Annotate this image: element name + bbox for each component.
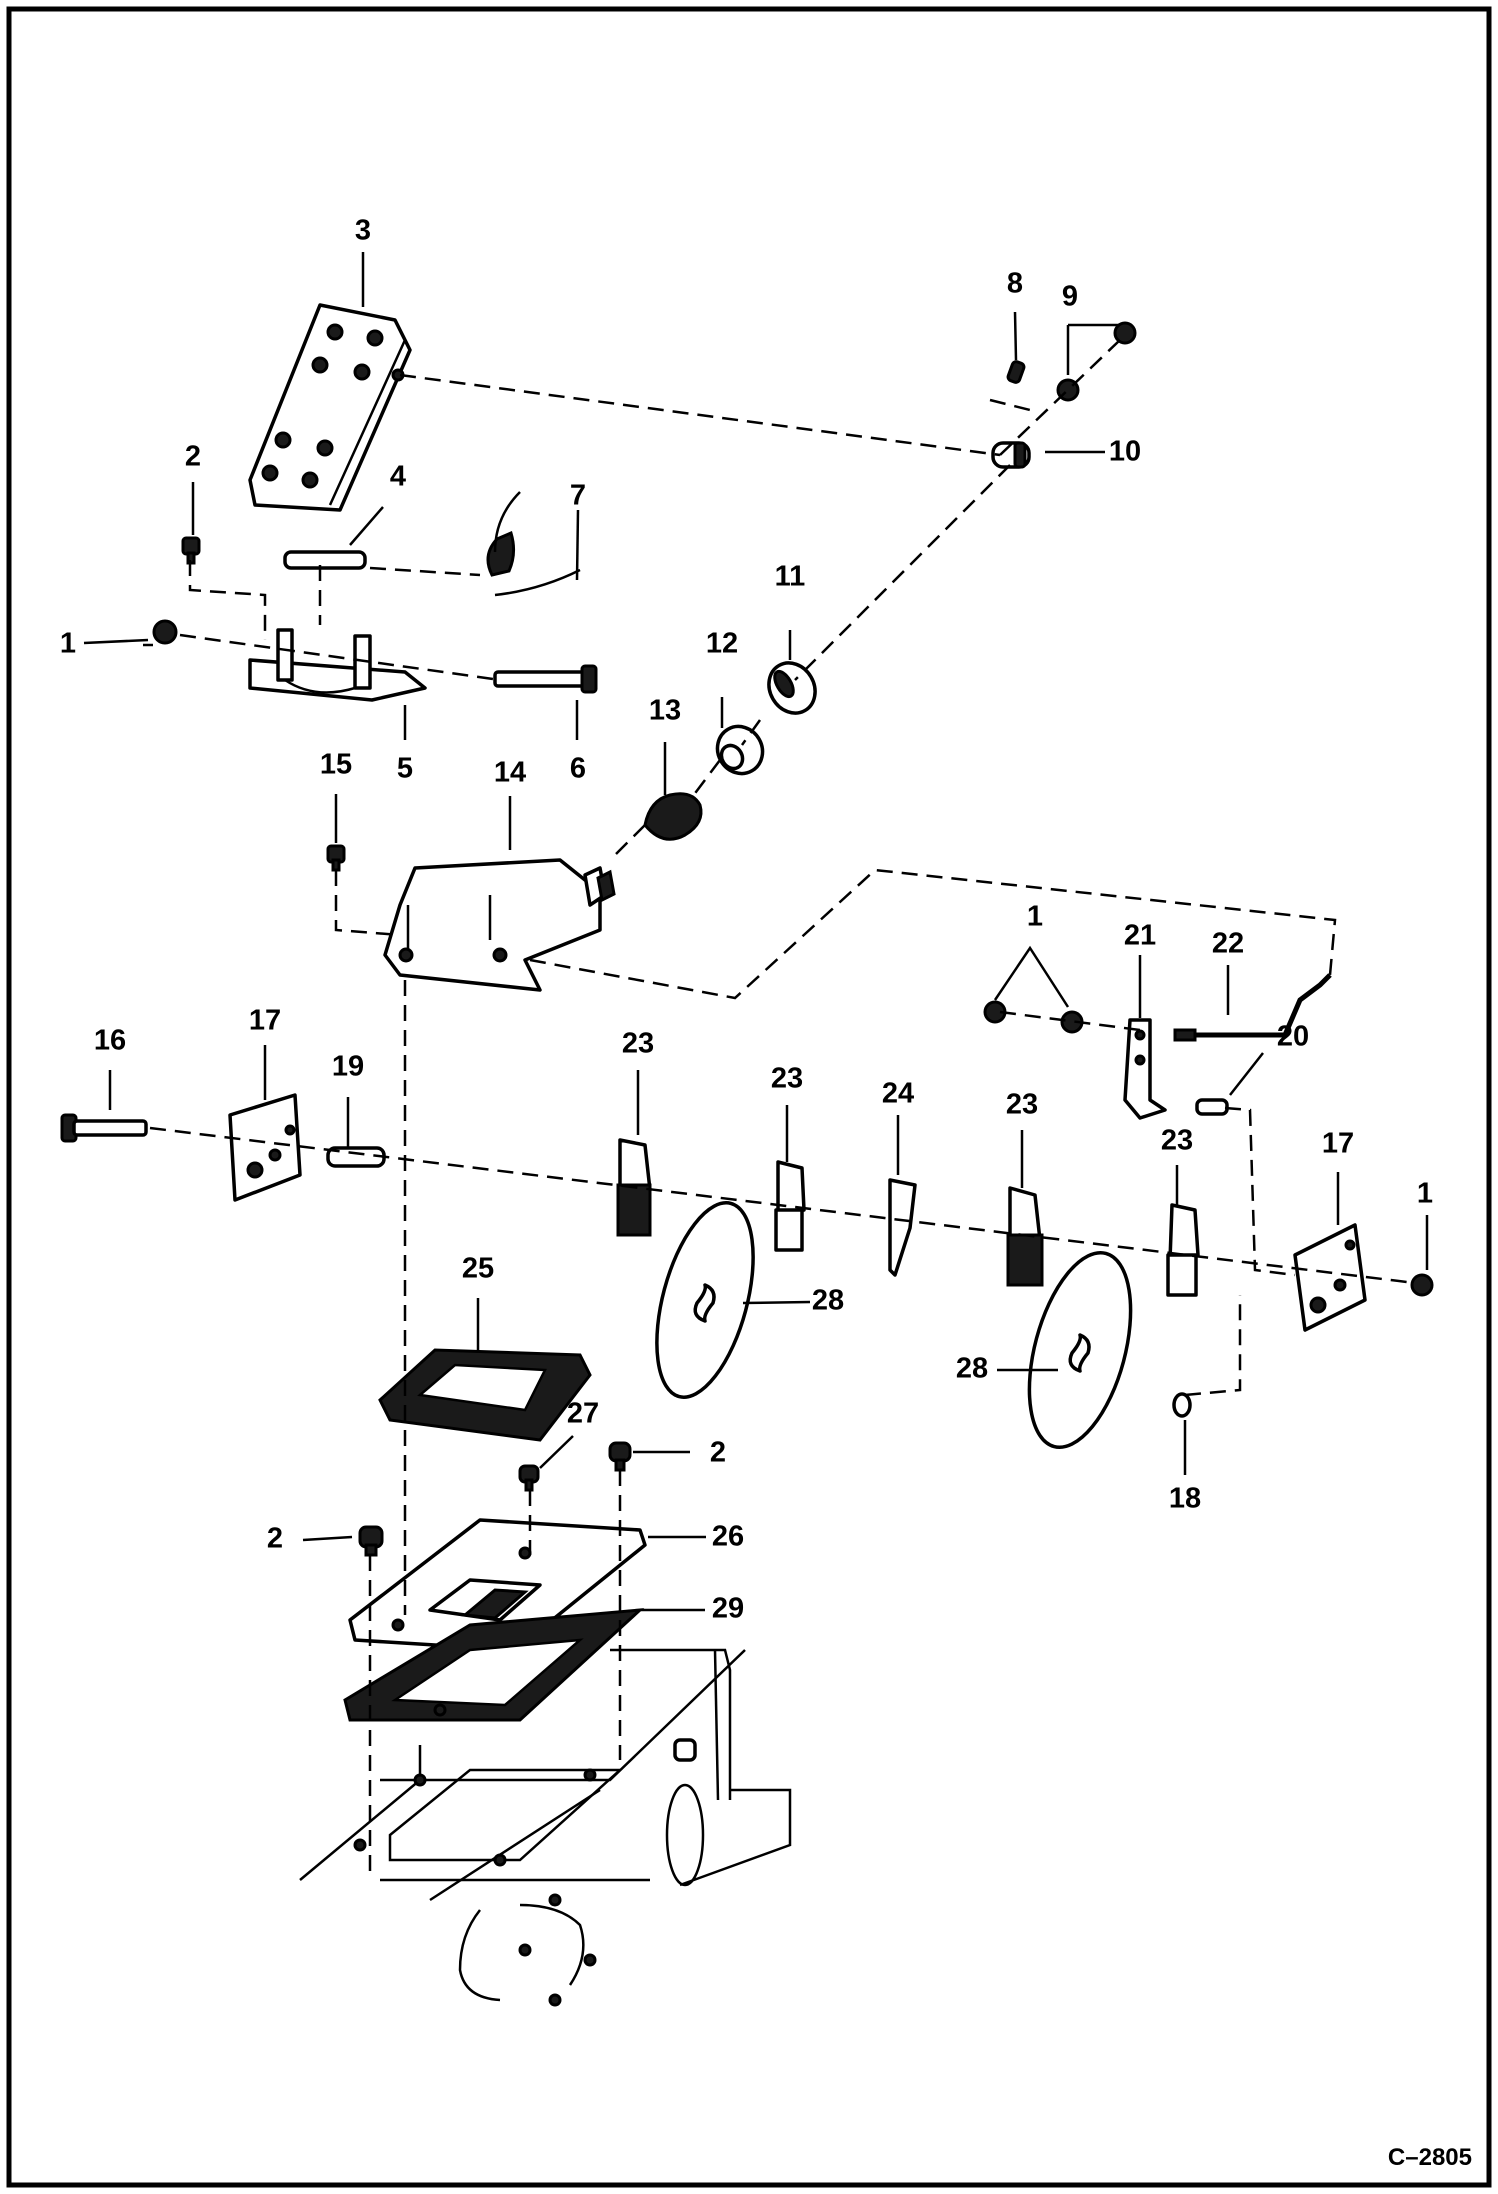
callout-3: 3 — [355, 215, 371, 247]
drawing-code: C–2805 — [1388, 2144, 1472, 2171]
callout-1: 1 — [1417, 1178, 1433, 1210]
lever-21 — [1123, 1018, 1167, 1120]
bolt-16 — [60, 1113, 148, 1143]
callout-7: 7 — [570, 480, 586, 512]
side-plate-17-right — [1293, 1223, 1367, 1332]
callout-12: 12 — [706, 628, 738, 660]
callout-17: 17 — [249, 1005, 281, 1037]
callout-1: 1 — [60, 628, 76, 660]
bushing-12 — [715, 724, 765, 776]
base-frame — [299, 1648, 792, 2007]
callout-10: 10 — [1109, 436, 1141, 468]
nut-9b — [1113, 321, 1137, 345]
disc-28-left — [655, 1201, 755, 1399]
callout-6: 6 — [570, 753, 586, 785]
bolt-6 — [493, 664, 598, 694]
callout-23: 23 — [771, 1063, 803, 1095]
callout-25: 25 — [462, 1253, 494, 1285]
callout-23: 23 — [622, 1028, 654, 1060]
callout-17: 17 — [1322, 1128, 1354, 1160]
leader-lines — [83, 252, 1429, 1612]
pin-8 — [1006, 360, 1026, 384]
callout-24: 24 — [882, 1078, 914, 1110]
callout-1: 1 — [1027, 901, 1043, 933]
callout-26: 26 — [712, 1521, 744, 1553]
callout-20: 20 — [1277, 1021, 1309, 1053]
callout-19: 19 — [332, 1051, 364, 1083]
callout-8: 8 — [1007, 268, 1023, 300]
disc-28-right — [1027, 1250, 1133, 1450]
callout-28: 28 — [812, 1285, 844, 1317]
assembly-centerlines — [149, 339, 1416, 1880]
callout-22: 22 — [1212, 928, 1244, 960]
callout-16: 16 — [94, 1025, 126, 1057]
screw-27 — [518, 1464, 540, 1492]
callout-11: 11 — [775, 561, 806, 593]
clamp-11 — [767, 661, 817, 715]
screw-2-right — [608, 1441, 632, 1472]
diagram-border — [6, 6, 1492, 2188]
callout-18: 18 — [1169, 1483, 1201, 1515]
screw-15 — [326, 844, 346, 872]
nut-1-left — [152, 619, 178, 645]
cam-23-d — [1166, 1203, 1200, 1297]
callout-2: 2 — [267, 1523, 283, 1555]
gasket-25 — [378, 1348, 592, 1442]
pin-20 — [1195, 1098, 1229, 1116]
callout-4: 4 — [390, 461, 406, 493]
callout-27: 27 — [567, 1398, 599, 1430]
callout-23: 23 — [1161, 1125, 1193, 1157]
screw-2-top — [181, 536, 201, 565]
nut-1-right — [1410, 1273, 1434, 1297]
cam-23-b — [774, 1160, 806, 1252]
pedal-bracket — [248, 628, 427, 702]
rod-22 — [1173, 973, 1332, 1042]
foot-pedal — [248, 303, 412, 512]
callout-21: 21 — [1124, 920, 1156, 952]
side-plate-17-left — [228, 1093, 302, 1202]
clevis-10 — [991, 441, 1031, 469]
washer-18 — [1172, 1392, 1192, 1418]
callout-13: 13 — [649, 695, 681, 727]
cam-24 — [888, 1178, 917, 1277]
cam-23-a — [616, 1138, 652, 1237]
screw-2-left — [358, 1525, 384, 1557]
cam-23-c — [1006, 1186, 1044, 1287]
callout-23: 23 — [1006, 1089, 1038, 1121]
pedal-spring — [486, 491, 581, 597]
callout-2: 2 — [710, 1437, 726, 1469]
callout-5: 5 — [397, 753, 413, 785]
callout-9: 9 — [1062, 281, 1078, 313]
callout-15: 15 — [320, 749, 352, 781]
callout-labels: 1 1 1 2 2 2 3 4 5 6 7 8 9 10 11 12 13 14… — [60, 215, 1433, 1625]
callout-28: 28 — [956, 1353, 988, 1385]
pedal-pin — [283, 550, 367, 570]
callout-29: 29 — [712, 1593, 744, 1625]
valve-housing-14 — [383, 858, 616, 992]
gasket-29 — [343, 1608, 645, 1722]
callout-2: 2 — [185, 441, 201, 473]
boot-13 — [643, 792, 703, 841]
callout-14: 14 — [494, 757, 526, 789]
